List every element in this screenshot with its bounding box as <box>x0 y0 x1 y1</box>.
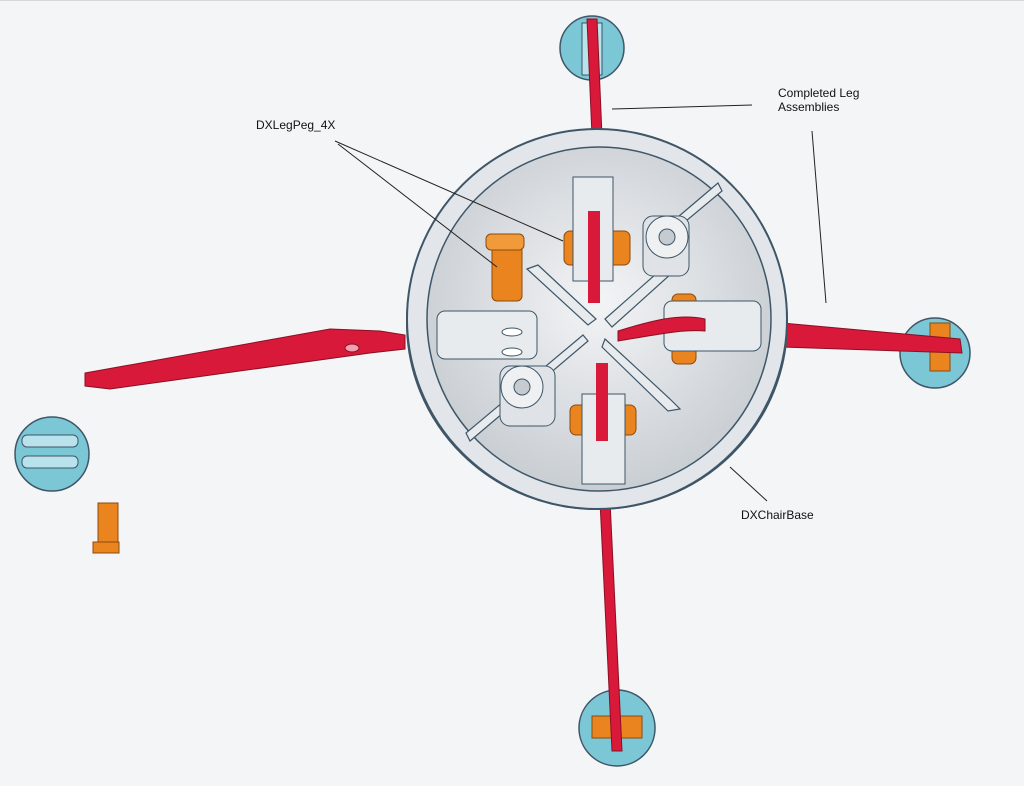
peg-callout-line <box>337 143 498 268</box>
legs-label-line2: Assemblies <box>778 100 840 114</box>
base-callout-line <box>729 466 768 502</box>
legs-label: Completed Leg Assemblies <box>778 86 859 114</box>
loose-foot-pad[interactable] <box>14 416 90 492</box>
loose-peg[interactable] <box>92 502 120 554</box>
leg-assembly-top[interactable] <box>559 15 625 137</box>
bushing-bottom-left <box>499 365 556 427</box>
leg-mount-top <box>563 176 631 303</box>
legs-callout-line <box>611 104 753 110</box>
leg-mount-right <box>617 293 762 365</box>
base-label: DXChairBase <box>741 508 814 522</box>
leg-mount-left <box>436 310 538 360</box>
leg-assembly-bottom[interactable] <box>578 500 656 767</box>
peg-label: DXLegPeg_4X <box>256 118 336 132</box>
loose-leg-bar[interactable] <box>84 328 406 390</box>
leg-mount-bottom <box>569 363 637 485</box>
leg-peg <box>485 233 525 302</box>
callout-lines <box>334 104 827 502</box>
legs-callout-line <box>811 130 827 304</box>
legs-label-line1: Completed Leg <box>778 86 860 100</box>
bushing-top-right <box>642 215 690 277</box>
peg-callout-line <box>334 140 564 242</box>
leg-assembly-right[interactable] <box>781 317 971 389</box>
chair-base[interactable] <box>406 128 788 510</box>
